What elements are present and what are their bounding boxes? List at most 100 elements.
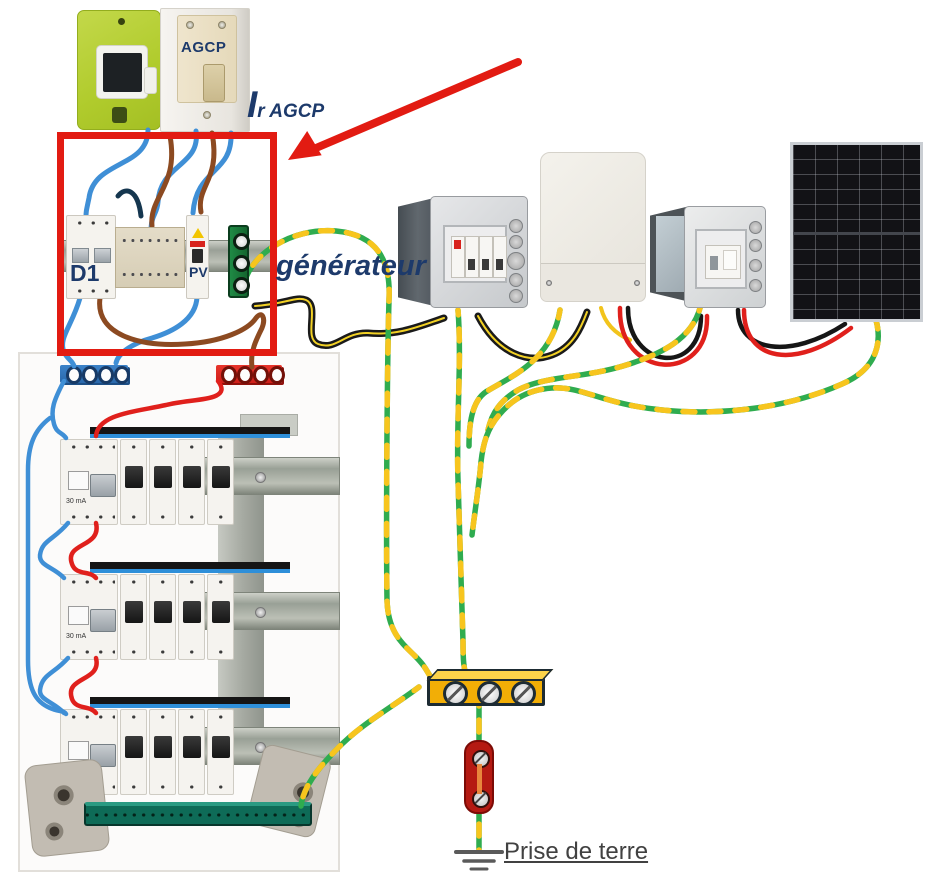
cable-gland	[749, 279, 762, 292]
terminal-screws	[63, 648, 115, 656]
circuit-breaker	[178, 439, 205, 525]
warning-triangle-icon	[192, 228, 204, 238]
meter-led	[118, 18, 125, 25]
inverter	[540, 152, 646, 302]
screw	[634, 280, 640, 286]
terminal-hole	[233, 277, 250, 294]
dc-wires	[617, 305, 854, 367]
earth-wire-acbox	[454, 307, 469, 679]
busbar-comb-row1	[90, 427, 290, 438]
rcd-toggle	[90, 609, 116, 632]
terminal-screws	[152, 783, 173, 791]
ac-cable-main	[251, 295, 448, 349]
module-toggle	[468, 259, 475, 270]
terminal-distribution-block	[115, 227, 185, 288]
meter-display-bezel	[96, 45, 148, 99]
surge-protector-module	[451, 236, 465, 278]
earth-junction-terminal	[427, 676, 545, 706]
circuit-breaker	[149, 574, 176, 660]
terminal-screws	[69, 287, 113, 295]
ac-cable-inverter	[474, 308, 591, 362]
generator-annotation: générateur	[276, 250, 426, 282]
terminal-screws	[63, 578, 115, 586]
earth-wire-inverter	[466, 307, 563, 449]
terminal-screws	[152, 648, 173, 656]
phase-brown-wires	[97, 130, 267, 370]
breaker-toggle	[154, 736, 172, 758]
ac-box-interior	[443, 225, 507, 283]
panel-wires-blue	[25, 378, 71, 717]
neutral-busbar	[60, 365, 130, 384]
busbar-comb-row3	[90, 697, 290, 708]
breaker-toggle	[183, 736, 201, 758]
rail-screw	[255, 472, 266, 483]
busbar-hole	[98, 366, 114, 384]
terminal-screws	[181, 648, 202, 656]
busbar-hole	[82, 366, 98, 384]
earth-wire-dcbox	[485, 305, 703, 433]
earth-annotation: Prise de terre	[504, 838, 649, 865]
terminal-screws	[152, 513, 173, 521]
agcp-toggle	[203, 64, 225, 102]
terminal-screws	[181, 578, 202, 586]
terminal-hole	[233, 255, 250, 272]
cable-gland	[509, 289, 523, 303]
breaker-toggle	[154, 466, 172, 488]
circuit-breaker	[120, 439, 147, 525]
breaker-module	[493, 236, 507, 278]
circuit-breaker	[120, 709, 147, 795]
busbar-hole	[114, 366, 130, 384]
rcd-test-button	[68, 606, 89, 625]
terminal-screw	[443, 681, 468, 706]
link-bar	[477, 764, 482, 794]
door-window	[656, 216, 685, 292]
meter-connector	[112, 107, 127, 123]
breaker-toggle	[212, 601, 230, 623]
cable-gland	[509, 235, 523, 249]
d1-breaker: D1	[66, 215, 116, 299]
rcd-row1: 30 mA	[60, 439, 118, 525]
busbar-hole	[253, 366, 269, 384]
meter-screen	[103, 53, 142, 92]
ir-agcp-annotation: Ir AGCP	[247, 86, 325, 123]
circuit-breaker	[207, 439, 234, 525]
terminal-screws	[63, 513, 115, 521]
cable-gland	[509, 273, 523, 287]
panel-wires-red	[68, 378, 224, 716]
terminal-screws	[152, 443, 173, 451]
screw-row	[118, 270, 182, 279]
screw	[218, 21, 226, 29]
pv-toggle	[192, 249, 203, 263]
terminal-screw	[511, 681, 536, 706]
breaker-toggle	[154, 601, 172, 623]
solar-panel	[790, 142, 923, 322]
busbar-hole	[269, 366, 285, 384]
terminal-screws	[123, 648, 144, 656]
inverter-connection-panel	[541, 263, 645, 301]
terminal-screws	[123, 443, 144, 451]
ir-agcp-subscript: r AGCP	[257, 101, 325, 122]
generator-terminal-block	[228, 225, 250, 298]
busbar-comb-row2	[90, 562, 290, 573]
terminal-screws	[181, 513, 202, 521]
terminal-screws	[210, 578, 231, 586]
cable-gland	[749, 259, 762, 272]
circuit-breaker	[207, 574, 234, 660]
breaker-toggle	[212, 736, 230, 758]
neutral-dark-wire	[115, 188, 144, 219]
d1-label: D1	[70, 260, 100, 286]
circuit-breaker	[120, 574, 147, 660]
terminal-screws	[181, 443, 202, 451]
agcp-breaker	[177, 15, 237, 103]
earth-wires	[240, 227, 881, 854]
rail-screw	[255, 607, 266, 618]
pv-breaker: PV	[186, 215, 209, 299]
ac-box-door	[398, 198, 434, 306]
terminal-screws	[210, 648, 231, 656]
meter-side-button	[144, 67, 157, 94]
module-toggle	[482, 259, 489, 270]
red-arrow	[288, 58, 522, 160]
breaker-toggle	[212, 466, 230, 488]
